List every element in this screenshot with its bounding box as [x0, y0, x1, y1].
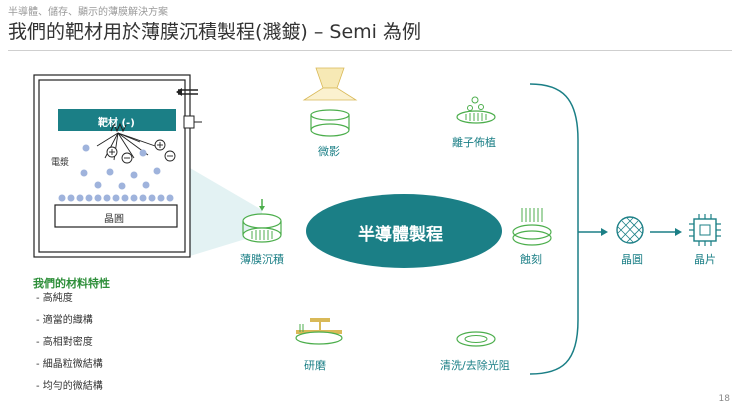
cmp-icon: [295, 318, 343, 345]
chamber-wafer-label: 晶圓: [104, 214, 124, 225]
deposited-atom: [148, 194, 156, 202]
target-bar: [58, 109, 176, 131]
bracket: [529, 83, 579, 375]
step-lithography: 微影: [318, 145, 340, 158]
property-item: - 適當的織構: [36, 315, 93, 326]
thin-film-icon: [242, 199, 282, 243]
output-wafer: 晶圓: [621, 253, 643, 266]
deposited-atom: [130, 194, 138, 202]
wafer-box: [54, 204, 178, 228]
page-title: 我們的靶材用於薄膜沉積製程(濺鍍) – Semi 為例: [8, 21, 421, 43]
wafer-icon: [616, 216, 644, 244]
deposited-atom: [58, 194, 66, 202]
deposited-atom: [139, 194, 147, 202]
deposited-atom: [103, 194, 111, 202]
step-clean: 清洗/去除光阻: [440, 359, 510, 372]
etch-icon: [512, 208, 552, 246]
deposited-atom: [121, 194, 129, 202]
center-ellipse: [306, 194, 502, 268]
deposited-atom: [157, 194, 165, 202]
deposited-atom: [112, 194, 120, 202]
lithography-icon: [302, 67, 358, 137]
step-thin-film: 薄膜沉積: [240, 253, 284, 266]
step-ion-implant: 離子佈植: [452, 136, 496, 149]
output-chip: 晶片: [694, 253, 716, 266]
property-item: - 高相對密度: [36, 337, 93, 348]
kicker: 半導體、儲存、顯示的薄膜解決方案: [8, 7, 168, 18]
target-label: 靶材 (-): [98, 118, 135, 129]
properties-title: 我們的材料特性: [33, 277, 110, 290]
property-item: - 高純度: [36, 293, 73, 304]
clean-icon: [456, 331, 496, 347]
property-item: - 細晶粒微結構: [36, 359, 103, 370]
deposited-atom: [94, 194, 102, 202]
page-number: 18: [718, 394, 730, 404]
properties-list: - 高純度 - 適當的織構 - 高相對密度 - 細晶粒微結構 - 均勻的微結構: [36, 292, 103, 402]
center-label: 半導體製程: [358, 225, 443, 245]
zoom-connector: [190, 168, 262, 256]
step-cmp: 研磨: [304, 359, 326, 372]
deposited-atom: [85, 194, 93, 202]
plasma-label: 電漿: [51, 158, 70, 168]
chip-icon: [689, 214, 721, 246]
deposited-atom: [76, 194, 84, 202]
ion-implant-icon: [456, 96, 496, 124]
sputter-chamber: [33, 74, 202, 258]
deposited-atom: [166, 194, 174, 202]
deposited-atom: [67, 194, 75, 202]
step-etch: 蝕刻: [520, 253, 542, 266]
title-divider: [8, 50, 732, 51]
property-item: - 均勻的微結構: [36, 381, 103, 392]
